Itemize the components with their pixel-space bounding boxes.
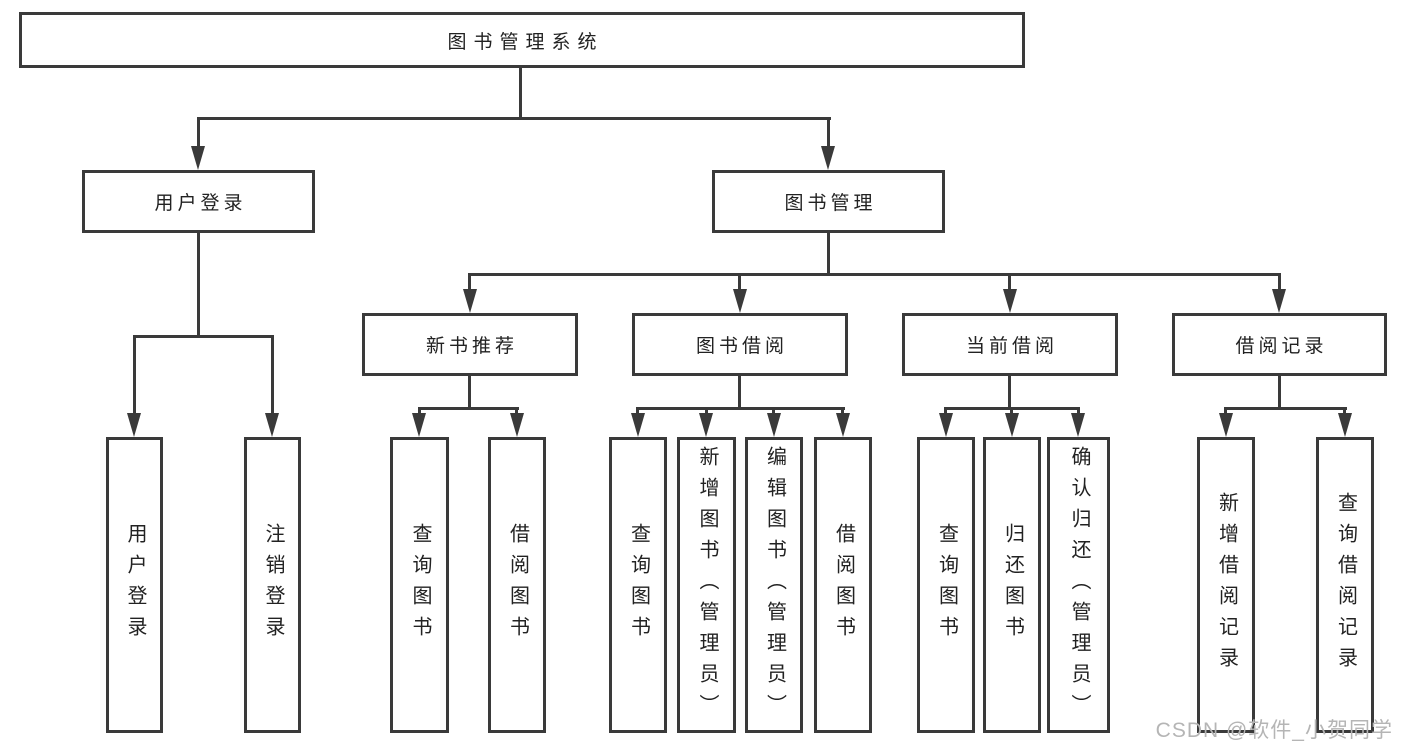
connector-user-login-stem — [197, 233, 200, 335]
leaf-label: 新增图书（管理员） — [696, 445, 718, 725]
connector-leaf-logout-drop — [271, 335, 274, 413]
leaf-query-borrow-record: 查询借阅记录 — [1316, 437, 1374, 733]
node-current-borrow: 当前借阅 — [902, 313, 1118, 376]
leaf-query-book-borrow: 查询图书 — [609, 437, 667, 733]
connector-drop — [515, 407, 518, 413]
leaf-label: 借阅图书 — [506, 523, 529, 647]
arrowhead-user-login — [191, 146, 205, 170]
connector-user-login-rail — [133, 335, 273, 338]
arrowhead-return-book — [1005, 413, 1019, 437]
arrowhead-edit-book — [767, 413, 781, 437]
arrowhead-book-borrow — [733, 289, 747, 313]
leaf-query-book-current: 查询图书 — [917, 437, 975, 733]
connector-borrow-record-stem — [1278, 376, 1281, 407]
leaf-return-book: 归还图书 — [983, 437, 1041, 733]
connector-book-mgmt-stem — [827, 233, 830, 273]
csdn-watermark: CSDN @软件_小贺同学 — [1155, 719, 1393, 742]
arrowhead-query-book-1 — [412, 413, 426, 437]
leaf-label: 查询图书 — [935, 523, 958, 647]
connector-drop — [636, 407, 639, 413]
leaf-label: 编辑图书（管理员） — [763, 445, 786, 725]
connector-new-book-stem — [468, 376, 471, 407]
node-user-login: 用户登录 — [82, 170, 315, 233]
connector-drop — [1077, 407, 1080, 413]
leaf-query-book-recommend: 查询图书 — [390, 437, 449, 733]
connector-root-rail — [197, 117, 831, 120]
arrowhead-add-record — [1219, 413, 1233, 437]
connector-drop — [1343, 407, 1346, 413]
connector-current-borrow-stem — [1008, 376, 1011, 407]
leaf-logout: 注销登录 — [244, 437, 301, 733]
connector-current-borrow-drop — [1008, 273, 1011, 289]
leaf-confirm-return-admin: 确认归还（管理员） — [1047, 437, 1110, 733]
arrowhead-book-mgmt — [821, 146, 835, 170]
leaf-add-book-admin: 新增图书（管理员） — [677, 437, 736, 733]
leaf-label: 用户登录 — [124, 523, 146, 647]
connector-drop — [418, 407, 421, 413]
leaf-label: 借阅图书 — [832, 523, 855, 647]
connector-book-borrow-drop — [738, 273, 741, 289]
leaf-label: 查询图书 — [627, 523, 650, 647]
arrowhead-current-borrow — [1003, 289, 1017, 313]
node-new-book-recommend: 新书推荐 — [362, 313, 578, 376]
arrowhead-leaf-logout — [265, 413, 279, 437]
connector-borrow-record-drop — [1278, 273, 1281, 289]
connector-leaf-login-drop — [133, 335, 136, 413]
node-borrow-record: 借阅记录 — [1172, 313, 1387, 376]
arrowhead-query-book-3 — [939, 413, 953, 437]
connector-borrow-record-rail — [1224, 407, 1347, 410]
arrowhead-query-record — [1338, 413, 1352, 437]
arrowhead-query-book-2 — [631, 413, 645, 437]
arrowhead-add-book — [699, 413, 713, 437]
leaf-label: 归还图书 — [1001, 523, 1024, 647]
leaf-label: 新增借阅记录 — [1215, 492, 1238, 678]
connector-drop — [841, 407, 844, 413]
connector-book-borrow-rail — [636, 407, 845, 410]
leaf-label: 注销登录 — [262, 523, 284, 647]
connector-drop — [705, 407, 708, 413]
connector-book-mgmt-rail — [468, 273, 1280, 276]
leaf-borrow-book: 借阅图书 — [814, 437, 872, 733]
connector-drop — [1224, 407, 1227, 413]
leaf-label: 确认归还（管理员） — [1068, 445, 1090, 725]
arrowhead-new-book — [463, 289, 477, 313]
node-book-management: 图书管理 — [712, 170, 945, 233]
connector-book-mgmt-drop — [827, 117, 830, 146]
connector-drop — [772, 407, 775, 413]
connector-book-borrow-stem — [738, 376, 741, 407]
leaf-edit-book-admin: 编辑图书（管理员） — [745, 437, 803, 733]
node-library-management-system: 图书管理系统 — [19, 12, 1025, 68]
arrowhead-borrow-book-2 — [836, 413, 850, 437]
arrowhead-leaf-login — [127, 413, 141, 437]
arrowhead-confirm-return — [1071, 413, 1085, 437]
connector-drop — [944, 407, 947, 413]
leaf-label: 查询借阅记录 — [1334, 492, 1357, 678]
leaf-borrow-book-recommend: 借阅图书 — [488, 437, 546, 733]
leaf-add-borrow-record: 新增借阅记录 — [1197, 437, 1255, 733]
arrowhead-borrow-record — [1272, 289, 1286, 313]
arrowhead-borrow-book-1 — [510, 413, 524, 437]
connector-user-login-drop — [197, 117, 200, 146]
connector-root-stem — [519, 67, 522, 117]
leaf-user-login: 用户登录 — [106, 437, 163, 733]
connector-drop — [1010, 407, 1013, 413]
connector-new-book-drop — [468, 273, 471, 289]
leaf-label: 查询图书 — [409, 523, 431, 647]
connector-new-book-rail — [418, 407, 519, 410]
node-book-borrow: 图书借阅 — [632, 313, 848, 376]
